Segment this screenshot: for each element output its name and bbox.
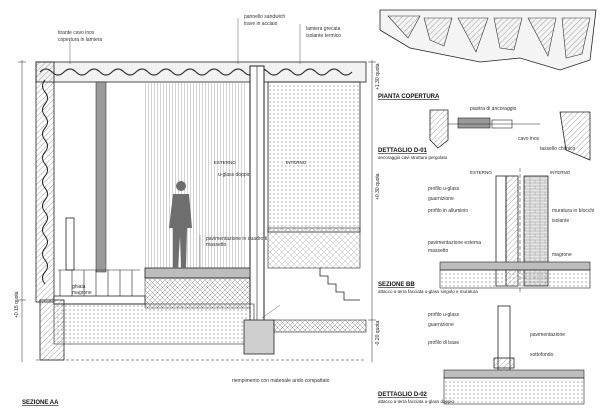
bb-label-5: isolante [552,218,569,224]
bottom-caption: riempimento con materiale arido compatta… [232,378,330,384]
d02-subtitle: attacco a terra facciata u-glass doppio [378,399,455,404]
label-roof-4: isolante termico [306,33,341,39]
bb-label-1: profilo u-glass [428,186,460,192]
foundation-left [53,303,255,345]
dettaglio-d02: profilo u-glass guarnizione profilo di b… [378,305,585,405]
title-dettaglio-d02: DETTAGLIO D-02 [378,392,428,398]
d02-label-2: guarnizione [428,322,454,328]
foundation-footing [39,299,65,361]
bb-label-interno: INTERNO [550,170,571,175]
d01-label-1: piastra di ancoraggio [470,106,517,112]
label-esterno: ESTERNO [214,160,236,165]
d02-label-5: sottofondo [530,352,554,358]
dimension-strip-left [18,60,26,362]
title-pianta-copertura: PIANTA COPERTURA [378,94,440,100]
label-mid-2: massetto [206,242,227,248]
label-top-left-1: tirante cavo inox [58,30,95,36]
d01-label-3: tassello chimico [540,146,576,152]
bb-label-4: muratura in blocchi [552,208,594,214]
dim-right: +1.30 quota [375,63,381,90]
dark-column [95,81,107,273]
roof-plan-panels [387,15,591,59]
label-floor-left-1: ghiaia [72,284,86,290]
left-wall-insulation [42,79,48,285]
d02-label-3: profilo di base [428,340,459,346]
dimension-strip-right [368,60,376,362]
ground-slab-right [273,319,367,333]
d02-floor [443,369,585,379]
title-sezione-bb: SEZIONE BB [378,282,415,288]
bb-label-8: magrone [552,252,572,258]
bb-label-esterno: ESTERNO [470,170,492,175]
label-floor-left-2: magrone [72,290,92,296]
d02-label-1: profilo u-glass [428,312,460,318]
d01-subtitle: ancoraggio cavi struttura pergolato [378,155,448,160]
label-top-left-2: copertura in lamiera [58,37,102,43]
label-mid-1: pavimentazione in quadrotti [206,236,267,242]
bb-label-3: profilo in alluminio [428,208,468,214]
handrail-post [65,217,75,271]
bb-label-7: massetto [428,248,449,254]
dim-left: +0.15 quota [14,291,20,318]
label-roof-3: lamiera grecata [306,26,341,32]
deck [53,295,146,305]
dim-mid-right: +0.30 quota [375,173,381,200]
sezione-bb: ESTERNO INTERNO profilo u-glass guarnizi… [378,168,594,294]
dim-bottom-right: -0.20 quota [375,320,381,346]
left-wall [35,61,55,303]
human-figure [169,181,192,268]
bb-substrate [439,269,591,289]
d01-plate [457,117,491,129]
bb-label-6: pavimentazione esterna [428,240,481,246]
label-roof-2: trave in acciaio [244,21,278,27]
stair [319,268,360,301]
bb-floor [439,261,591,271]
bb-subtitle: attacco a terra facciata u-glass singolo… [378,289,478,294]
right-cladding [267,81,361,233]
section-aa: tirante cavo inox copertura in lamiera p… [14,14,381,406]
d01-wall-right [559,111,591,161]
label-glass: u-glass doppio [218,172,251,178]
interior-cladding [145,82,245,272]
label-roof-1: pannello sandwich [244,14,285,20]
floor-substrate [144,277,251,309]
d01-wall [429,109,449,149]
pianta-copertura: PIANTA COPERTURA [378,9,597,100]
d02-substrate [443,377,585,405]
title-dettaglio-d01: DETTAGLIO D-01 [378,148,428,154]
roof-insulation-squiggle [39,68,353,76]
title-sezione-aa: SEZIONE AA [22,400,59,406]
foundation-center [243,319,275,355]
deck-railing [58,269,140,296]
d02-profile [493,357,515,369]
bb-label-2: guarnizione [428,196,454,202]
dettaglio-d01: piastra di ancoraggio cavo inox tassello… [378,106,591,161]
d01-label-2: cavo inox [518,136,540,142]
grating [267,227,361,269]
label-interno: INTERNO [286,160,307,165]
floor-slab [144,267,251,279]
d02-label-4: pavimentazione [530,332,565,338]
